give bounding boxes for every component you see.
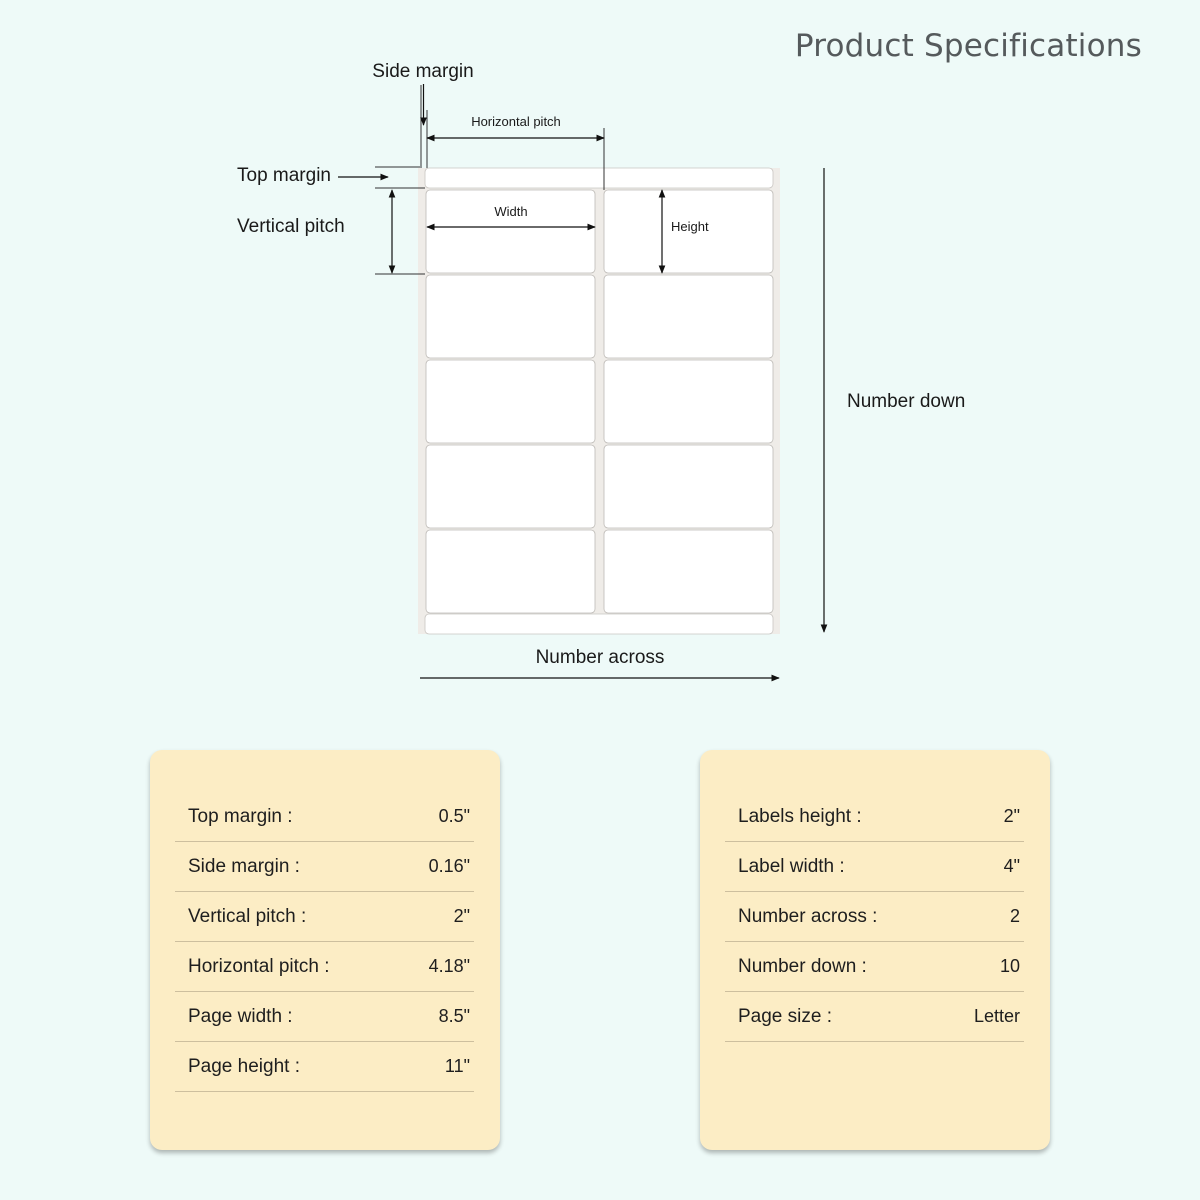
spec-row: Page width : 8.5": [175, 992, 474, 1042]
spec-label: Vertical pitch :: [188, 905, 307, 927]
label-cell: [425, 529, 596, 614]
label-cell: [425, 189, 596, 274]
spec-label: Page size :: [738, 1005, 832, 1027]
sheet-top-strip: [424, 167, 774, 189]
spec-row: Side margin : 0.16": [175, 842, 474, 892]
spec-label: Labels height :: [738, 805, 862, 827]
spec-label: Top margin :: [188, 805, 293, 827]
spec-label: Page height :: [188, 1055, 300, 1077]
width-label: Width: [494, 204, 527, 219]
top-margin-annotation: Top margin: [237, 165, 425, 189]
spec-value: 11": [444, 1056, 470, 1076]
sheet-bottom-strip: [424, 613, 774, 635]
label-sheet-diagram: Side margin Horizontal pitch Top margin …: [237, 61, 965, 682]
top-margin-label: Top margin: [237, 165, 331, 186]
spec-row: Top margin : 0.5": [175, 792, 474, 842]
label-cell: [425, 274, 596, 359]
spec-row: Vertical pitch : 2": [175, 892, 474, 942]
spec-label: Number across :: [738, 905, 878, 927]
side-margin-annotation: Side margin: [372, 61, 474, 168]
height-annotation: Height: [658, 189, 709, 274]
page-title: Product Specifications: [794, 28, 1142, 64]
spec-value: 0.5": [438, 806, 470, 826]
spec-label: Label width :: [738, 855, 845, 877]
number-down-annotation: Number down: [820, 168, 965, 633]
width-annotation: Width: [426, 204, 596, 231]
spec-row: Page size : Letter: [725, 992, 1024, 1042]
number-down-label: Number down: [847, 391, 965, 412]
horizontal-pitch-label: Horizontal pitch: [471, 114, 561, 129]
label-sheet: [418, 167, 780, 635]
label-cell: [425, 359, 596, 444]
spec-label: Side margin :: [188, 855, 300, 877]
label-cell: [603, 359, 774, 444]
label-cell: [603, 529, 774, 614]
spec-value: 10: [999, 956, 1020, 976]
spec-value: 2": [453, 906, 470, 926]
spec-value: Letter: [973, 1006, 1020, 1026]
spec-value: 8.5": [438, 1006, 470, 1026]
spec-value: 2": [1003, 806, 1020, 826]
spec-row: Number across : 2: [725, 892, 1024, 942]
spec-row: Page height : 11": [175, 1042, 474, 1092]
spec-label: Number down :: [738, 955, 867, 977]
label-cell: [603, 444, 774, 529]
spec-row: Number down : 10: [725, 942, 1024, 992]
vertical-pitch-label: Vertical pitch: [237, 216, 345, 237]
spec-value: 2: [1009, 906, 1020, 926]
spec-value: 4": [1003, 856, 1020, 876]
spec-row: Labels height : 2": [725, 792, 1024, 842]
spec-value: 4.18": [428, 956, 470, 976]
spec-label: Page width :: [188, 1005, 293, 1027]
label-cell: [425, 444, 596, 529]
specs-card-left: Top margin : 0.5" Side margin : 0.16" Vertic…: [150, 750, 500, 1150]
spec-row: Horizontal pitch : 4.18": [175, 942, 474, 992]
specs-card-right: Labels height : 2" Label width : 4" Number a…: [700, 750, 1050, 1150]
spec-value: 0.16": [428, 856, 470, 876]
label-cell: [603, 189, 774, 274]
vertical-pitch-annotation: Vertical pitch: [237, 189, 425, 275]
side-margin-label: Side margin: [372, 61, 473, 82]
spec-label: Horizontal pitch :: [188, 955, 330, 977]
height-label: Height: [671, 219, 709, 234]
label-cell: [603, 274, 774, 359]
horizontal-pitch-annotation: Horizontal pitch: [426, 114, 605, 190]
number-across-annotation: Number across: [420, 647, 780, 682]
label-cells: [425, 189, 774, 614]
spec-row: Label width : 4": [725, 842, 1024, 892]
number-across-label: Number across: [536, 647, 665, 668]
